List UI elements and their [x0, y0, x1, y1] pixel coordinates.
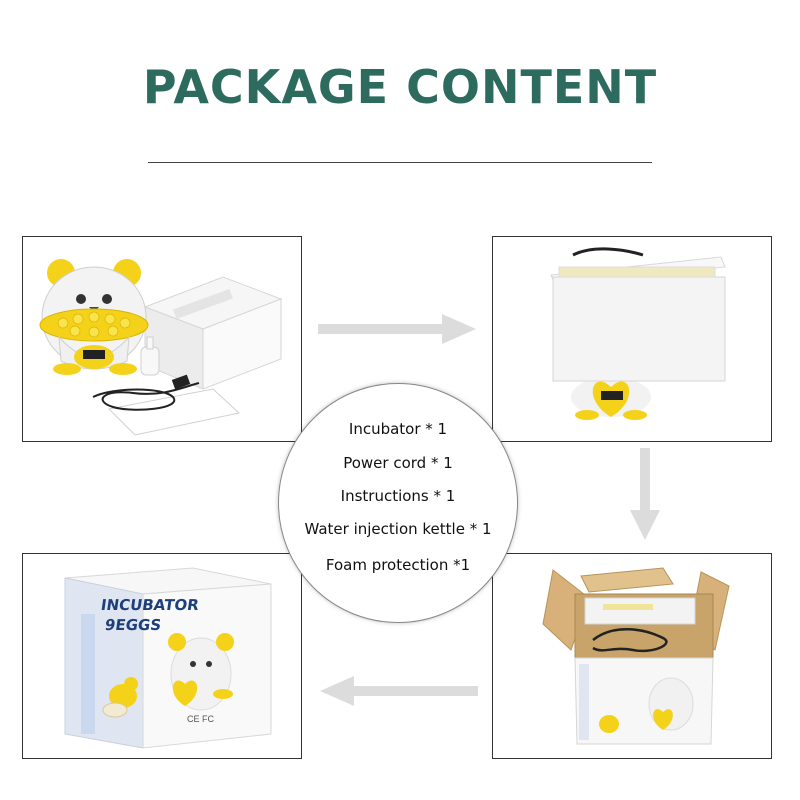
- page-title: PACKAGE CONTENT: [142, 60, 658, 114]
- content-item-power-cord: Power cord * 1: [343, 454, 453, 472]
- arrow-down-icon: [628, 448, 662, 542]
- box-brand-line2: 9EGGS: [103, 616, 163, 634]
- content-item-water-kettle: Water injection kettle * 1: [304, 520, 492, 538]
- arrow-right-icon: [318, 312, 478, 346]
- photo-retail-box: INCUBATOR 9EGGS CE FC: [22, 553, 302, 759]
- content-item-incubator: Incubator * 1: [348, 420, 448, 438]
- photo-open-box: [492, 553, 772, 759]
- arrow-left-icon: [318, 674, 478, 708]
- photo-incubator-in-foam: [492, 236, 772, 442]
- box-certification-marks: CE FC: [187, 714, 214, 724]
- title-divider: [148, 162, 652, 163]
- content-item-foam-protection: Foam protection *1: [325, 556, 471, 574]
- box-brand-line1: INCUBATOR: [99, 596, 200, 614]
- photo-incubator-and-accessories: [22, 236, 302, 442]
- contents-list-circle: Incubator * 1 Power cord * 1 Instruction…: [278, 383, 518, 623]
- content-item-instructions: Instructions * 1: [340, 487, 456, 505]
